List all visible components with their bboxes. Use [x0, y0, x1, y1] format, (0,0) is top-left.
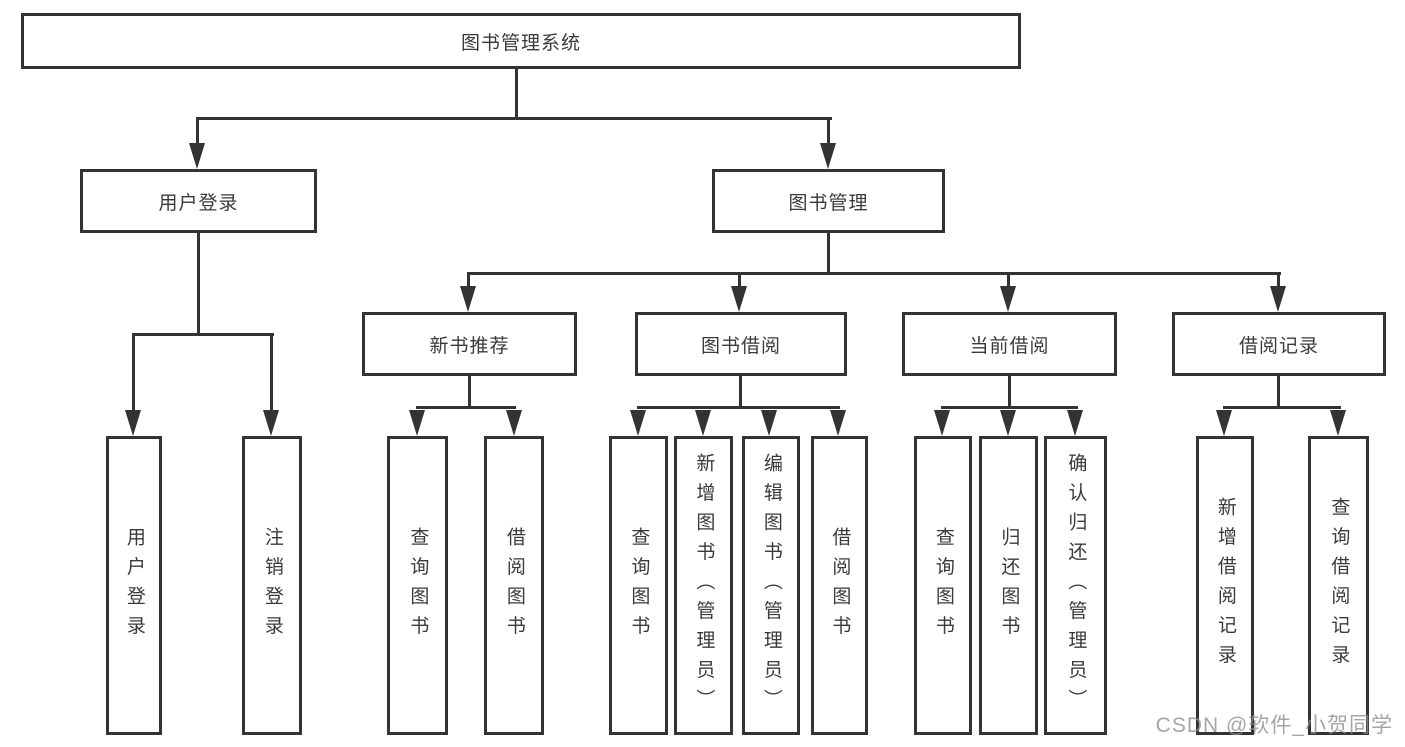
connector-root-stem — [515, 69, 518, 117]
leaf-logout: 注销登录 — [242, 436, 302, 735]
arrow-down-icon — [934, 410, 950, 436]
node-book-borrowing: 图书借阅 — [635, 312, 847, 376]
leaf-borrowing-edit-books-admin: 编辑图书（管理员） — [742, 436, 800, 735]
node-current-borrowing: 当前借阅 — [902, 312, 1117, 376]
leaf-user-login: 用户登录 — [106, 436, 162, 735]
arrow-down-icon — [820, 143, 836, 169]
node-user-login: 用户登录 — [80, 169, 317, 233]
leaf-borrowing-borrow-books: 借阅图书 — [811, 436, 868, 735]
node-label: 图书借阅 — [700, 335, 781, 357]
leaf-label: 查询图书 — [628, 526, 650, 645]
leaf-borrowing-add-books-admin: 新增图书（管理员） — [674, 436, 733, 735]
leaf-label: 用户登录 — [123, 526, 145, 645]
node-label: 图书管理系统 — [460, 32, 581, 54]
arrow-down-icon — [1330, 410, 1346, 436]
arrow-down-icon — [189, 143, 205, 169]
leaf-current-return-books: 归还图书 — [979, 436, 1038, 735]
arrow-down-icon — [506, 410, 522, 436]
leaf-label: 注销登录 — [261, 526, 283, 645]
connector-drop-level3 — [1277, 275, 1280, 286]
csdn-watermark: CSDN @软件_小贺同学 — [1155, 714, 1393, 737]
arrow-down-icon — [1000, 410, 1016, 436]
leaf-records-query-record: 查询借阅记录 — [1308, 436, 1369, 735]
arrow-down-icon — [1000, 286, 1016, 312]
connector-drop-level3 — [1007, 275, 1010, 286]
node-library-management-system: 图书管理系统 — [21, 13, 1021, 69]
connector-borrowing-stem — [739, 376, 742, 406]
leaf-label: 借阅图书 — [503, 526, 525, 645]
leaf-current-confirm-return-admin: 确认归还（管理员） — [1044, 436, 1107, 735]
arrow-down-icon — [1270, 286, 1286, 312]
arrow-down-icon — [731, 286, 747, 312]
connector-drop-leaf — [270, 336, 273, 410]
leaf-label: 编辑图书（管理员） — [760, 452, 782, 719]
leaf-records-add-record: 新增借阅记录 — [1196, 436, 1254, 735]
leaf-current-query-books: 查询图书 — [914, 436, 972, 735]
arrow-down-icon — [761, 410, 777, 436]
arrow-down-icon — [830, 410, 846, 436]
arrow-down-icon — [630, 410, 646, 436]
connector-bookmgmt-rail — [467, 272, 1281, 275]
arrow-down-icon — [1067, 410, 1083, 436]
arrow-down-icon — [695, 410, 711, 436]
node-label: 用户登录 — [158, 192, 239, 214]
node-book-management: 图书管理 — [712, 169, 945, 233]
connector-records-stem — [1277, 376, 1280, 406]
leaf-newbooks-query-books: 查询图书 — [387, 436, 448, 735]
connector-userlogin-stem — [197, 233, 200, 333]
leaf-label: 新增图书（管理员） — [693, 452, 715, 719]
connector-drop-level3 — [738, 275, 741, 286]
arrow-down-icon — [1216, 410, 1232, 436]
connector-borrowing-rail — [637, 406, 840, 409]
connector-userlogin-rail — [132, 333, 274, 336]
connector-newbooks-rail — [416, 406, 516, 409]
connector-drop-level3 — [467, 275, 470, 286]
node-label: 当前借阅 — [969, 335, 1050, 357]
leaf-label: 确认归还（管理员） — [1065, 452, 1087, 719]
node-label: 借阅记录 — [1238, 335, 1319, 357]
arrow-down-icon — [460, 286, 476, 312]
leaf-label: 归还图书 — [998, 526, 1020, 645]
node-label: 新书推荐 — [429, 335, 510, 357]
connector-newbooks-stem — [468, 376, 471, 406]
connector-root-rail — [196, 117, 832, 120]
arrow-down-icon — [409, 410, 425, 436]
connector-drop-book-mgmt — [827, 120, 830, 143]
leaf-label: 新增借阅记录 — [1214, 497, 1236, 674]
connector-drop-user-login — [196, 120, 199, 143]
node-label: 图书管理 — [788, 192, 869, 214]
leaf-label: 查询图书 — [932, 526, 954, 645]
connector-drop-leaf — [132, 336, 135, 410]
connector-records-rail — [1223, 406, 1341, 409]
leaf-label: 借阅图书 — [829, 526, 851, 645]
node-borrowing-records: 借阅记录 — [1172, 312, 1386, 376]
connector-current-stem — [1008, 376, 1011, 406]
node-new-book-recommend: 新书推荐 — [362, 312, 577, 376]
leaf-newbooks-borrow-books: 借阅图书 — [484, 436, 544, 735]
leaf-borrowing-query-books: 查询图书 — [609, 436, 668, 735]
leaf-label: 查询图书 — [407, 526, 429, 645]
leaf-label: 查询借阅记录 — [1328, 497, 1350, 674]
connector-bookmgmt-stem — [827, 233, 830, 272]
arrow-down-icon — [125, 410, 141, 436]
arrow-down-icon — [263, 410, 279, 436]
connector-current-rail — [941, 406, 1078, 409]
